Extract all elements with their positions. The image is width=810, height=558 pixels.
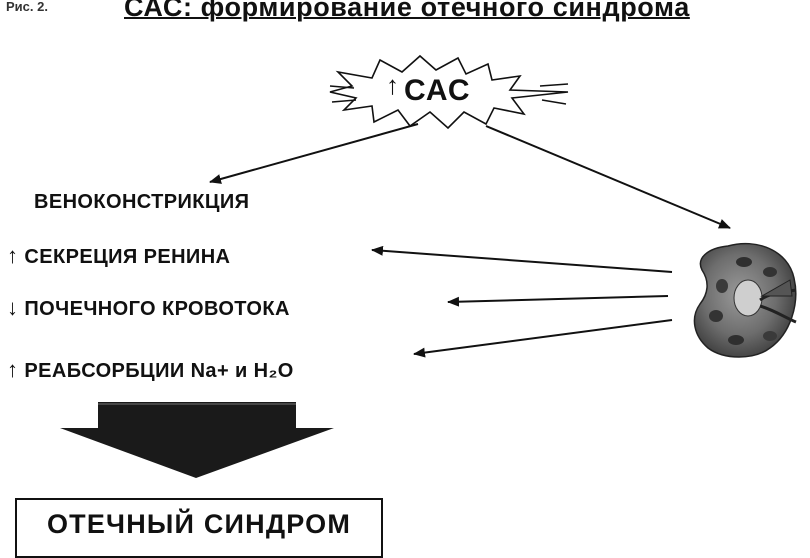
arrow-kidney-to-bloodflow <box>448 296 668 302</box>
up-arrow-icon: ↑ <box>386 70 400 100</box>
down-arrow-icon: ↓ <box>7 295 18 320</box>
result-label: ОТЕЧНЫЙ СИНДРОМ <box>47 509 351 539</box>
effect-venoconstriction: ВЕНОКОНСТРИКЦИЯ <box>34 191 249 214</box>
up-arrow-icon: ↑ <box>7 357 18 382</box>
arrow-kidney-to-renin <box>372 250 672 272</box>
arrow-kidney-to-reabsorption <box>414 320 672 354</box>
sas-label: САС <box>404 74 471 107</box>
effect-renin-secretion: ↑ СЕКРЕЦИЯ РЕНИНА <box>7 243 230 269</box>
effect-text: СЕКРЕЦИЯ РЕНИНА <box>24 246 230 268</box>
effect-text: ВЕНОКОНСТРИКЦИЯ <box>34 191 249 213</box>
sas-node: ↑САС <box>386 74 471 108</box>
arrow-sas-to-venoconstriction <box>210 124 418 182</box>
kidney-icon <box>694 244 796 357</box>
effect-text: ПОЧЕЧНОГО КРОВОТОКА <box>24 298 289 320</box>
arrow-sas-to-kidney <box>486 126 730 228</box>
up-arrow-icon: ↑ <box>7 243 18 268</box>
big-down-arrow-icon <box>60 402 334 478</box>
effect-reabsorption: ↑ РЕАБСОРБЦИИ Na+ и H₂O <box>7 357 294 383</box>
result-box: ОТЕЧНЫЙ СИНДРОМ <box>15 498 383 558</box>
effect-renal-blood-flow: ↓ ПОЧЕЧНОГО КРОВОТОКА <box>7 295 290 321</box>
effect-text: РЕАБСОРБЦИИ Na+ и H₂O <box>24 360 293 382</box>
